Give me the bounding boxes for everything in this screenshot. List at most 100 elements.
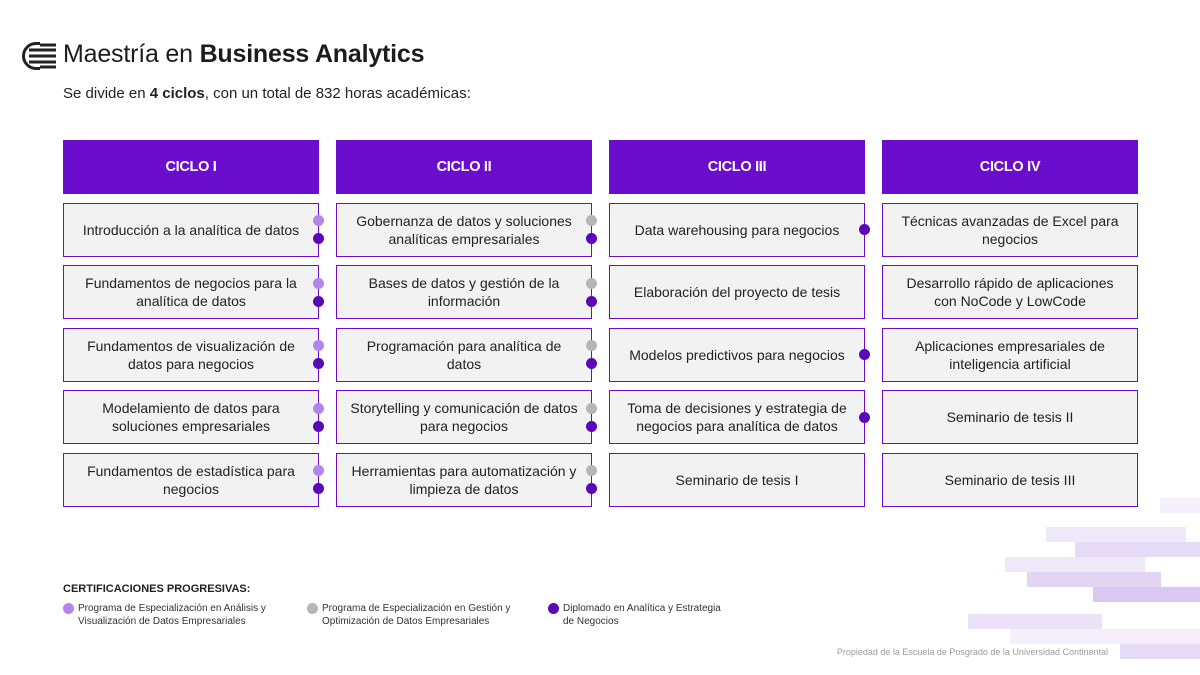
purple-dot-icon — [313, 483, 324, 494]
course-card: Introducción a la analítica de datos — [63, 202, 324, 257]
lilac-dot-icon — [313, 465, 324, 476]
decorative-stripe — [1010, 629, 1200, 644]
decorative-stripe — [968, 614, 1102, 629]
legend-label: Diplomado en Analítica y Estrategia de N… — [563, 603, 721, 627]
decorative-stripe — [1005, 557, 1145, 572]
cycle-column-4: CICLO IV Técnicas avanzadas de Excel para… — [882, 140, 1138, 507]
purple-dot-icon — [586, 295, 597, 307]
course-label: Fundamentos de visualización de datos pa… — [87, 337, 295, 372]
course-card: Fundamentos de estadística para negocios — [63, 452, 324, 507]
course-card: Técnicas avanzadas de Excel para negocio… — [882, 202, 1138, 257]
purple-dot-icon — [313, 420, 324, 432]
course-card: Seminario de tesis II — [882, 390, 1138, 444]
certifications-title: CERTIFICACIONES PROGRESIVAS: — [63, 583, 251, 595]
course-card: Herramientas para automatización y limpi… — [336, 452, 597, 507]
lilac-dot-icon — [313, 402, 324, 414]
course-label: Fundamentos de negocios para la analític… — [85, 275, 297, 309]
title-bold: Business Analytics — [199, 40, 425, 68]
purple-dot-icon — [586, 483, 597, 494]
legend-label: Programa de Especialización en Análisis … — [78, 603, 266, 627]
gray-dot-icon — [586, 215, 597, 226]
lilac-dot-icon — [63, 603, 74, 614]
certification-dots — [859, 391, 870, 443]
gray-dot-icon — [307, 603, 318, 614]
footer-copyright: Propiedad de la Escuela de Posgrado de l… — [836, 647, 1108, 657]
page-title: Maestría en Business Analytics — [63, 40, 424, 69]
cycle-header: CICLO IV — [882, 140, 1138, 194]
course-card: Fundamentos de negocios para la analític… — [63, 265, 324, 319]
course-label: Desarrollo rápido de aplicaciones con No… — [906, 275, 1114, 309]
decorative-stripe — [1075, 542, 1200, 557]
purple-dot-icon — [859, 411, 870, 423]
decorative-stripe — [1027, 572, 1161, 587]
certification-dots — [586, 329, 597, 381]
purple-dot-icon — [859, 349, 870, 360]
course-label: Toma de decisiones y estrategia de negoc… — [627, 400, 847, 434]
subtitle-prefix: Se divide en — [63, 85, 150, 102]
certification-dots — [586, 204, 597, 256]
course-label: Bases de datos y gestión de la informaci… — [368, 275, 560, 309]
course-label: Seminario de tesis II — [946, 409, 1074, 425]
course-card: Seminario de tesis I — [609, 452, 865, 507]
course-label: Aplicaciones empresariales de inteligenc… — [915, 337, 1105, 372]
lilac-dot-icon — [313, 277, 324, 289]
certification-dots — [859, 204, 870, 256]
course-card: Modelos predictivos para negocios — [609, 327, 870, 382]
course-label: Seminario de tesis I — [675, 471, 799, 488]
course-card: Modelamiento de datos para soluciones em… — [63, 390, 324, 444]
course-card: Seminario de tesis III — [882, 452, 1138, 507]
course-card: Elaboración del proyecto de tesis — [609, 265, 865, 319]
purple-dot-icon — [586, 233, 597, 244]
decorative-stripe — [1120, 644, 1200, 659]
cycle-header: CICLO II — [336, 140, 592, 194]
purple-dot-icon — [586, 420, 597, 432]
course-card: Storytelling y comunicación de datos par… — [336, 390, 597, 444]
legend-item-management-program: Programa de Especialización en Gestión y… — [307, 602, 510, 628]
decorative-stripe — [1093, 587, 1200, 602]
course-label: Introducción a la analítica de datos — [82, 221, 300, 238]
subtitle-bold: 4 ciclos — [149, 85, 205, 102]
cycle-header: CICLO III — [609, 140, 865, 194]
decorative-stripe — [1160, 498, 1200, 513]
gray-dot-icon — [586, 465, 597, 476]
cycle-header: CICLO I — [63, 140, 319, 194]
certification-dots — [313, 329, 324, 381]
course-card: Gobernanza de datos y soluciones analíti… — [336, 202, 597, 257]
decorative-stripe — [1046, 527, 1186, 542]
purple-dot-icon — [313, 358, 324, 369]
gray-dot-icon — [586, 277, 597, 289]
certification-dots — [313, 266, 324, 318]
gray-dot-icon — [586, 402, 597, 414]
certification-dots — [586, 454, 597, 506]
legend-item-diploma: Diplomado en Analítica y Estrategia de N… — [548, 602, 721, 628]
page-subtitle: Se divide en 4 ciclos, con un total de 8… — [63, 85, 471, 102]
lilac-dot-icon — [313, 340, 324, 351]
course-label: Modelos predictivos para negocios — [629, 346, 845, 363]
cycle-column-1: CICLO I Introducción a la analítica de da… — [63, 140, 324, 507]
certification-dots — [313, 454, 324, 506]
legend-label: Programa de Especialización en Gestión y… — [322, 603, 511, 627]
purple-dot-icon — [313, 233, 324, 244]
purple-dot-icon — [313, 295, 324, 307]
certification-dots — [586, 391, 597, 443]
gray-dot-icon — [586, 340, 597, 351]
legend-item-analysis-program: Programa de Especialización en Análisis … — [63, 602, 266, 628]
course-label: Data warehousing para negocios — [634, 221, 840, 238]
cycle-column-2: CICLO II Gobernanza de datos y soluciones… — [336, 140, 597, 507]
course-card: Data warehousing para negocios — [609, 202, 870, 257]
course-card: Toma de decisiones y estrategia de negoc… — [609, 390, 870, 444]
title-prefix: Maestría en — [63, 40, 200, 68]
course-label: Modelamiento de datos para soluciones em… — [102, 400, 280, 434]
purple-dot-icon — [586, 358, 597, 369]
purple-dot-icon — [859, 224, 870, 235]
course-label: Programación para analítica de datos — [366, 337, 562, 372]
subtitle-suffix: , con un total de 832 horas académicas: — [204, 85, 471, 102]
course-card: Fundamentos de visualización de datos pa… — [63, 327, 324, 382]
lilac-dot-icon — [313, 215, 324, 226]
course-label: Elaboración del proyecto de tesis — [633, 284, 841, 300]
course-label: Fundamentos de estadística para negocios — [87, 462, 295, 497]
course-label: Seminario de tesis III — [944, 471, 1076, 488]
course-label: Técnicas avanzadas de Excel para negocio… — [901, 212, 1119, 247]
course-card: Programación para analítica de datos — [336, 327, 597, 382]
course-card: Aplicaciones empresariales de inteligenc… — [882, 327, 1138, 382]
